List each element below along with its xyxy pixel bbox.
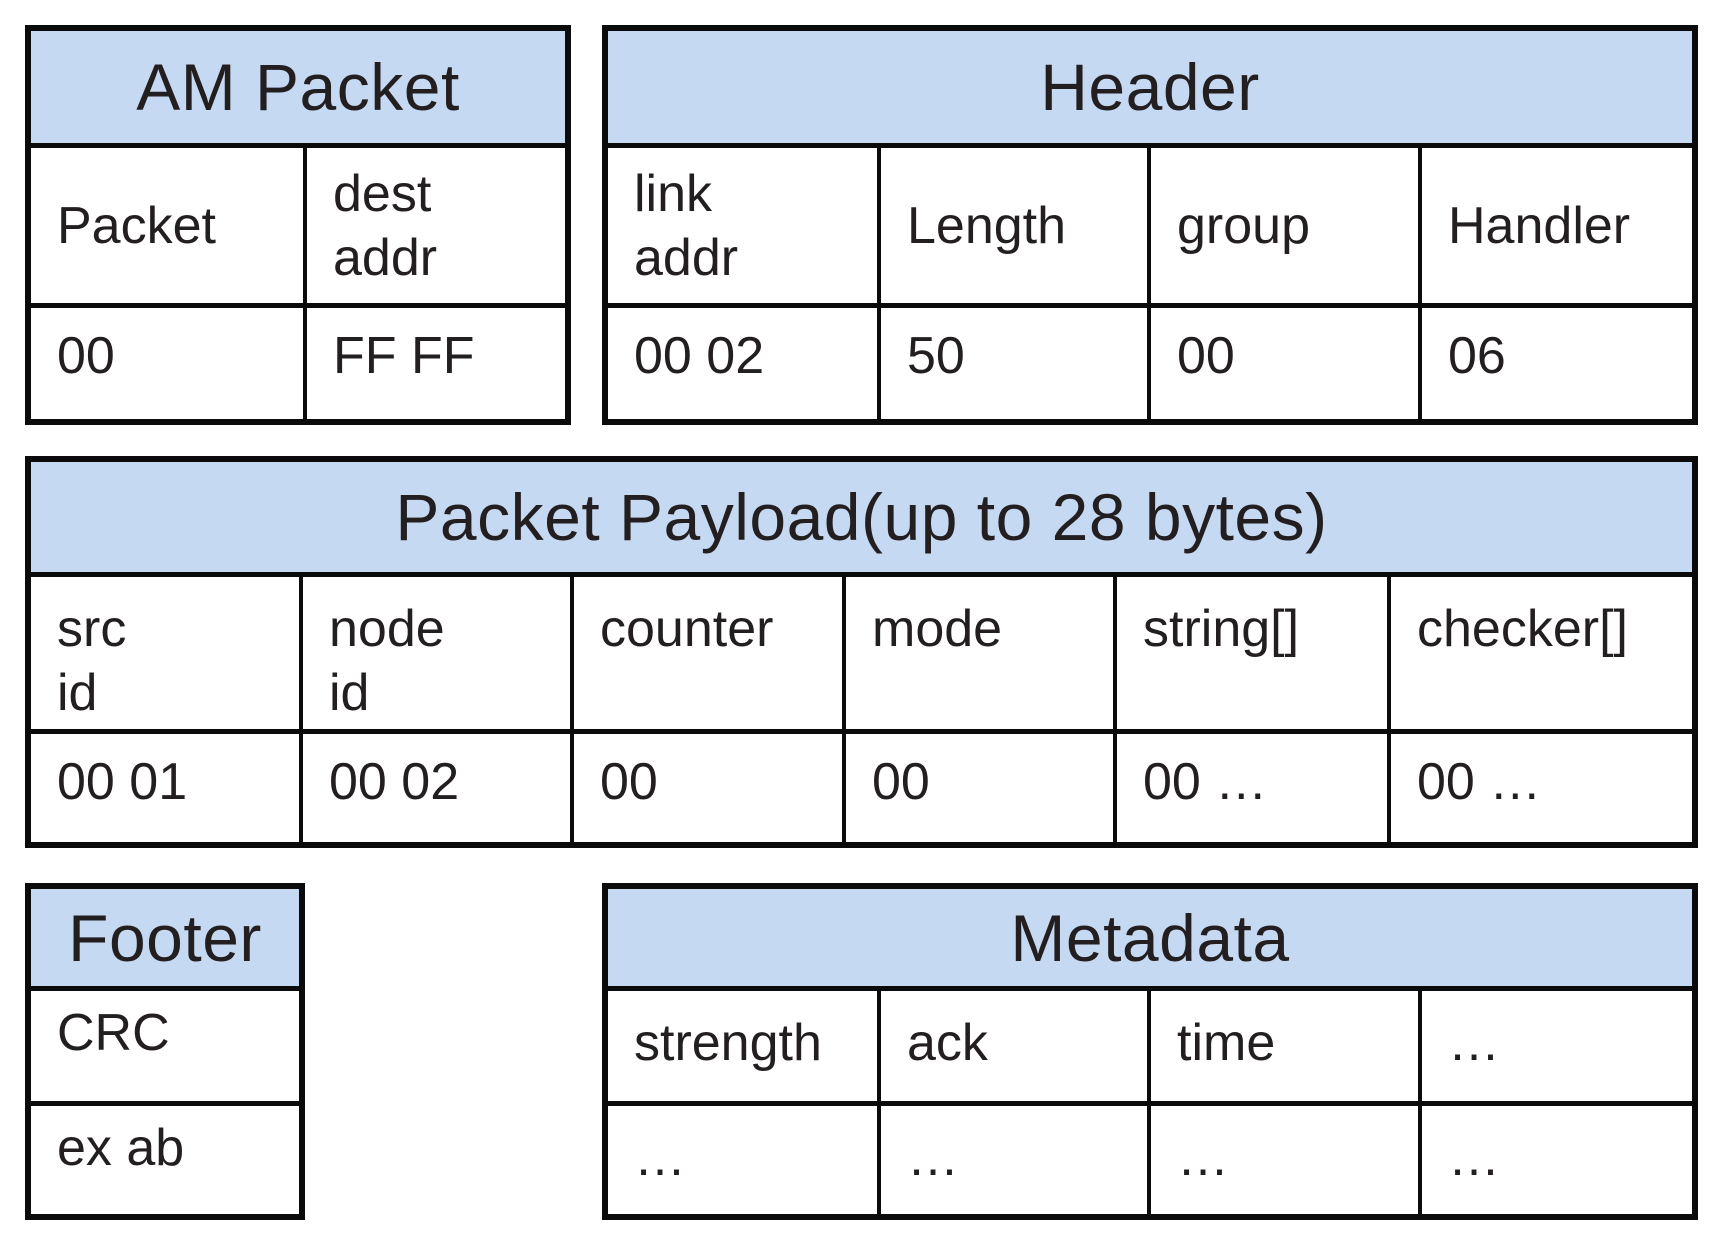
value-counter: 00 [574,734,846,842]
column-label-strength: strength [608,991,881,1101]
packet-payload-labels-row: src id node id counter mode string[] che… [31,577,1692,734]
column-label-src-id: src id [31,577,303,729]
footer-exab-label: ex ab [57,1119,185,1177]
packet-payload-title: Packet Payload(up to 28 bytes) [31,462,1692,577]
metadata-title: Metadata [608,889,1692,991]
header-title: Header [608,31,1692,148]
value-dest-addr: FF FF [333,327,475,385]
column-label-dest-addr: dest addr [333,164,438,287]
footer-table: Footer CRC ex ab [25,883,305,1220]
packet-payload-table: Packet Payload(up to 28 bytes) src id no… [25,456,1698,848]
column-label-time: time [1151,991,1422,1101]
column-label-checker-array: checker[] [1417,600,1628,658]
value-group: 00 [1151,308,1422,419]
column-label-group: group [1151,148,1422,303]
footer-crc-label: CRC [57,1004,170,1062]
column-label-ellipsis: … [1448,1014,1500,1072]
value-handler: 06 [1448,327,1506,385]
am-packet-labels-row: Packet dest addr [31,148,565,308]
column-label-string-array: string[] [1117,577,1391,729]
am-packet-values-row: 00 FF FF [31,308,565,419]
column-label-link-addr: link addr [608,148,881,303]
value-ack: … [881,1106,1151,1214]
value-length: 50 [881,308,1151,419]
column-label-packet: Packet [31,148,307,303]
footer-title: Footer [31,889,299,991]
am-packet-table: AM Packet Packet dest addr 00 FF FF [25,25,571,425]
value-link-addr: 00 02 [608,308,881,419]
header-labels-row: link addr Length group Handler [608,148,1692,308]
column-label-node-id: node id [303,577,574,729]
value-node-id: 00 02 [303,734,574,842]
footer-crc-row: CRC [31,991,299,1106]
value-mode: 00 [846,734,1117,842]
column-label-counter: counter [574,577,846,729]
metadata-values-row: … … … … [608,1106,1692,1214]
footer-exab-row: ex ab [31,1106,299,1214]
value-checker-array: 00 … [1417,753,1542,811]
column-label-length: Length [881,148,1151,303]
value-packet: 00 [31,308,307,419]
am-packet-title: AM Packet [31,31,565,148]
metadata-table: Metadata strength ack time … … … … … [602,883,1698,1220]
value-strength: … [608,1106,881,1214]
header-values-row: 00 02 50 00 06 [608,308,1692,419]
packet-payload-values-row: 00 01 00 02 00 00 00 … 00 … [31,734,1692,842]
column-label-ack: ack [881,991,1151,1101]
column-label-mode: mode [846,577,1117,729]
value-string-array: 00 … [1117,734,1391,842]
column-label-handler: Handler [1448,196,1631,255]
value-time: … [1151,1106,1422,1214]
value-src-id: 00 01 [31,734,303,842]
value-ellipsis: … [1448,1129,1500,1187]
header-table: Header link addr Length group Handler 00… [602,25,1698,425]
metadata-labels-row: strength ack time … [608,991,1692,1106]
